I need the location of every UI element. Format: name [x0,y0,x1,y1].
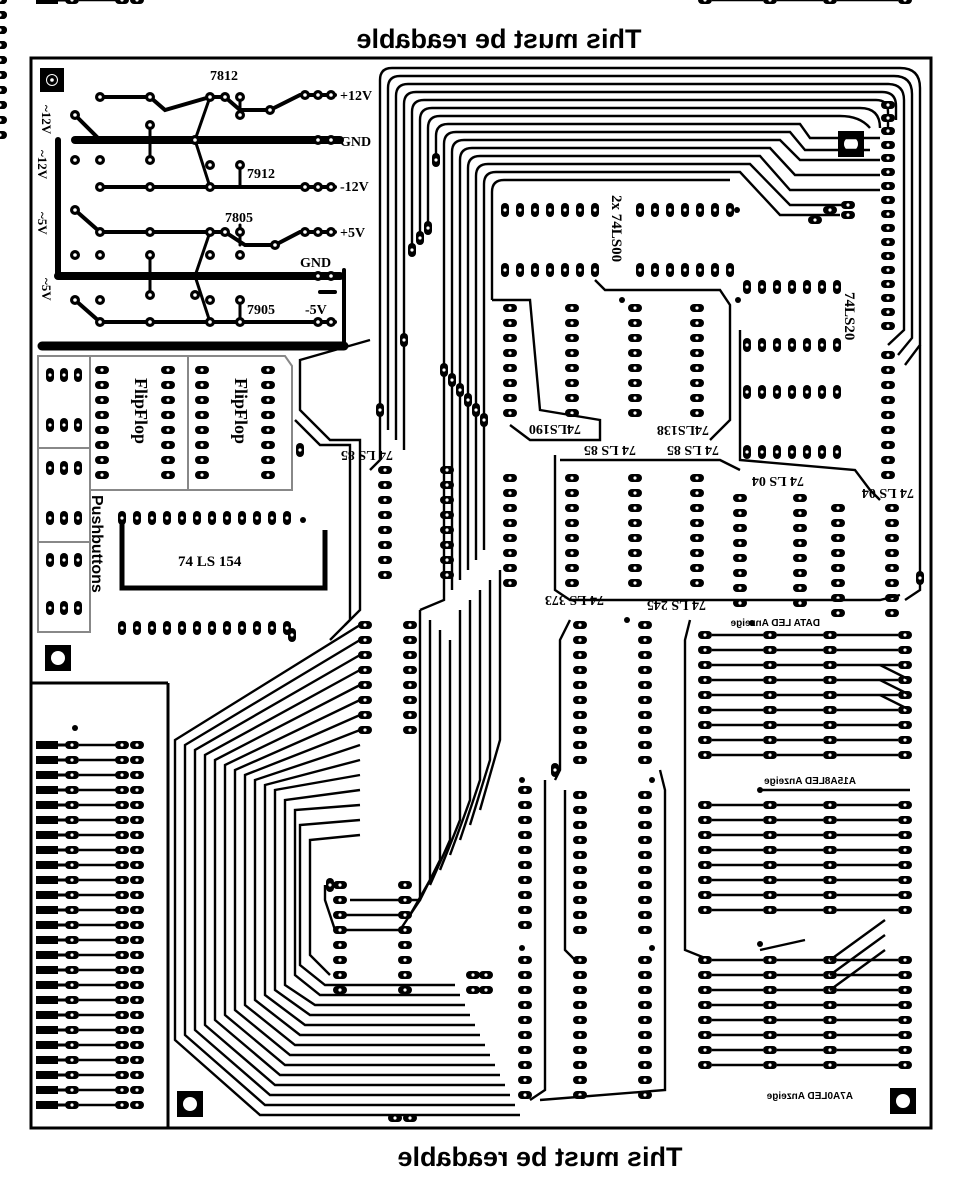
ls04-label: 74 LS 04 [862,485,914,500]
header-bottom-text: This must be readable [397,1142,682,1172]
ribbon-traces [173,338,520,1117]
output-gnd-label: GND [300,256,331,271]
edge-connector [36,725,144,1109]
led-bank-data [698,631,912,759]
led-bank-a7a0 [698,956,912,1069]
ic-middle-grid [378,297,899,617]
output-plus5v-label: +5V [340,226,365,241]
flipflop-label: FlipFlop [231,378,251,444]
pushbutton-pads [46,368,82,615]
ls04-label: 74 LS 04 [752,473,804,488]
ls373-label: 74 LS 373 [545,592,604,607]
led-marker [757,787,763,793]
output-minus5v-label: -5V [305,303,327,318]
output-plus12v-label: +12V [340,89,372,104]
a15a8-led-label: A15A8LED Anzeige [764,776,856,787]
flipflop-label: FlipFlop [131,378,151,444]
output-minus12v-label: -12V [340,180,369,195]
bus-driver-traces [529,619,711,1102]
latch-bank-pads [358,621,417,734]
ic-74ls154: 74 LS 154 [118,511,328,635]
mounting-hole [45,645,71,671]
middle-ic-labels: 74LS190 74LS138 74 LS 85 74 LS 85 74 LS … [341,421,914,612]
led-row [698,0,912,4]
led-bank-traces [759,663,911,991]
mounting-hole [838,131,864,157]
input-ac5v-label: ~5V [39,278,54,301]
ls190-label: 74LS190 [529,421,581,436]
middle-traces [492,279,922,602]
middle-column-pads [518,786,532,1099]
pushbuttons-label: Pushbuttons [88,495,105,593]
input-ac12v-label: ~12V [39,105,54,135]
ls85-label: 74 LS 85 [667,442,719,457]
power-labels: 7812 7912 7805 7905 +12V GND -12V +5V GN… [35,69,372,318]
ls245-label: 74 LS 245 [647,597,706,612]
input-ac12v-label: ~12V [35,150,50,180]
regulator-7805-label: 7805 [225,211,253,226]
regulator-7912-label: 7912 [247,167,275,182]
top-bus-traces [378,66,922,450]
ls85-label: 74 LS 85 [584,442,636,457]
ls00-label: 2x 74LS00 [608,195,624,262]
board-outline [29,56,933,1130]
ls85-label: 74 LS 85 [341,447,393,462]
output-gnd-label: GND [340,135,371,150]
led-marker [749,620,755,626]
header-top-text: This must be readable [356,24,641,54]
ic-2x-74ls00: 2x 74LS00 [501,195,740,277]
mounting-hole [890,1088,916,1114]
ls138-label: 74LS138 [657,422,709,437]
edge-connector-finger [36,0,144,4]
ls154-label: 74 LS 154 [178,554,242,570]
regulator-7812-label: 7812 [210,69,238,84]
ic-74ls20: 74LS20 [743,280,857,459]
left-section-outline [37,355,293,633]
mounting-hole [177,1091,203,1117]
a7a0-led-label: A7A0LED Anzeige [766,1091,853,1102]
lower-left-bank-pads [333,881,493,994]
power-supply [37,93,349,351]
power-pads [47,75,336,327]
ls20-label: 74LS20 [841,292,857,340]
led-marker [757,941,763,947]
input-ac5v-label: ~5V [35,212,50,235]
led-bank-a15a8 [698,801,912,914]
bus-driver-bank [0,0,655,1099]
regulator-7905-label: 7905 [247,303,275,318]
data-led-label: DATA LED Anzeige [730,618,820,629]
